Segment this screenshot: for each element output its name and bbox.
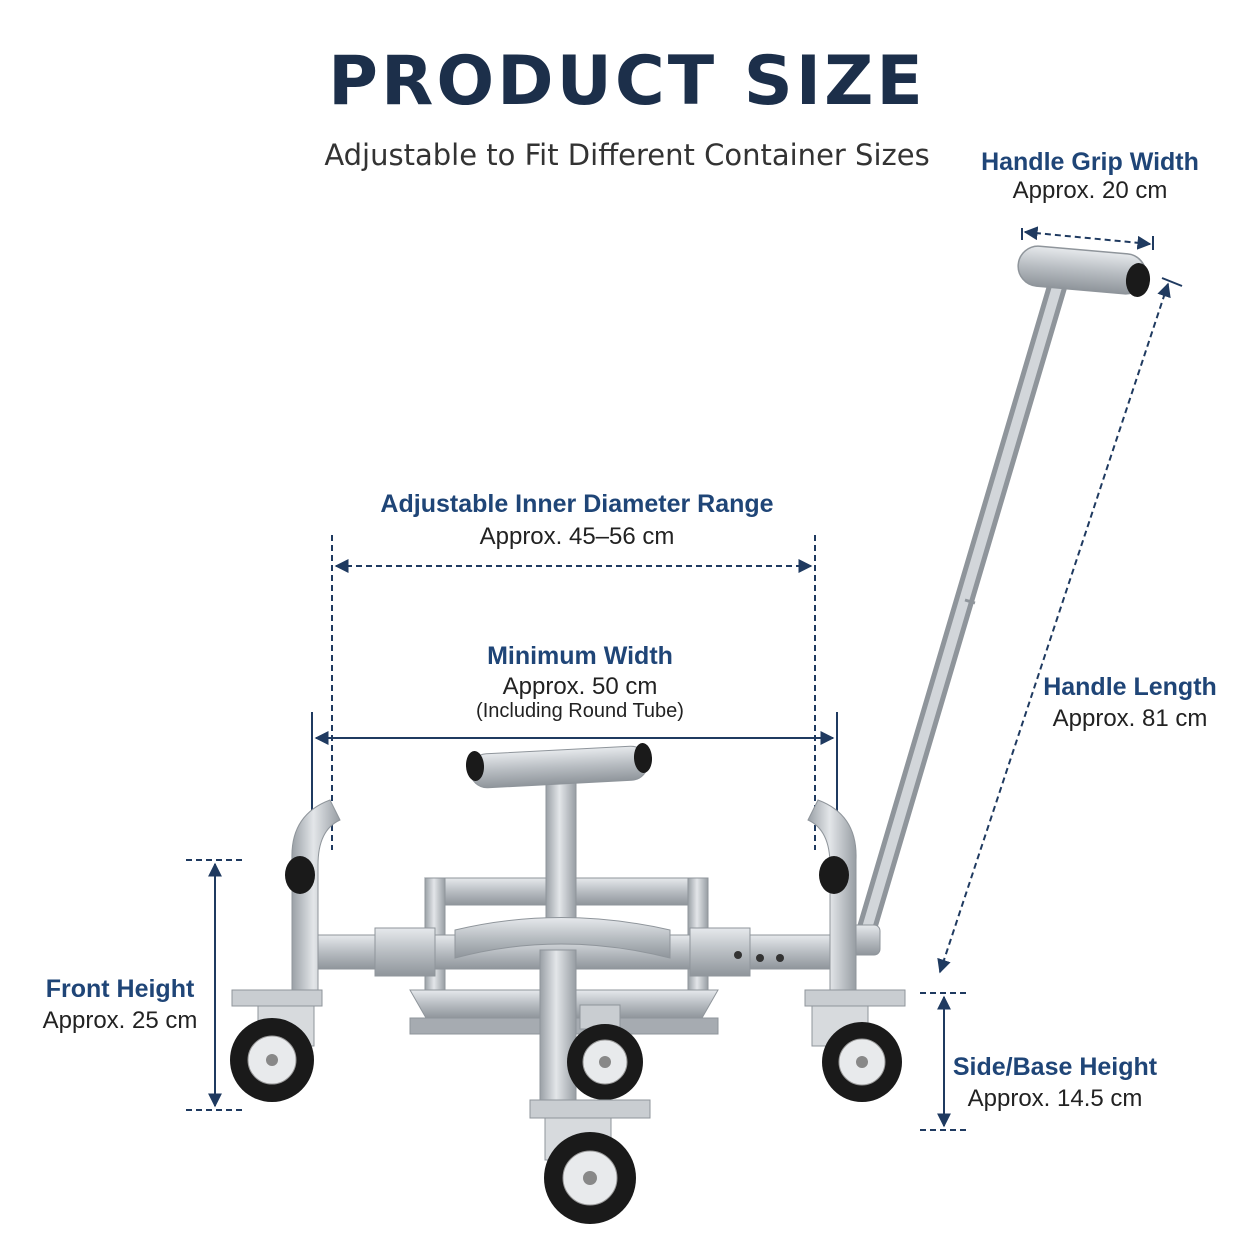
minimum-width-title: Minimum Width xyxy=(487,642,673,670)
dimension-lines xyxy=(186,226,1183,1131)
long-handle xyxy=(841,245,1151,956)
inner-diameter-label: Adjustable Inner Diameter Range Approx. … xyxy=(330,490,824,550)
front-height-label: Front Height Approx. 25 cm xyxy=(20,975,220,1034)
right-side-post xyxy=(807,799,857,1001)
front-height-value: Approx. 25 cm xyxy=(42,1006,198,1034)
caster-wheel-left xyxy=(230,989,323,1102)
center-t-post xyxy=(454,743,671,1106)
inner-diameter-title: Adjustable Inner Diameter Range xyxy=(380,490,774,518)
side-base-height-label: Side/Base Height Approx. 14.5 cm xyxy=(950,1053,1160,1112)
minimum-width-value: Approx. 50 cm xyxy=(502,672,658,700)
side-base-height-title: Side/Base Height xyxy=(952,1053,1158,1081)
minimum-width-label: Minimum Width Approx. 50 cm (Including R… xyxy=(420,642,740,723)
page-subtitle: Adjustable to Fit Different Container Si… xyxy=(324,138,930,172)
inner-diameter-value: Approx. 45–56 cm xyxy=(479,522,675,550)
front-height-title: Front Height xyxy=(45,975,195,1003)
caster-wheel-front xyxy=(529,1099,651,1224)
caster-wheel-right xyxy=(804,989,906,1102)
side-base-height-value: Approx. 14.5 cm xyxy=(967,1084,1143,1112)
handle-grip-title: Handle Grip Width xyxy=(981,148,1199,176)
caster-wheel-back xyxy=(567,1004,643,1100)
minimum-width-note: (Including Round Tube) xyxy=(476,700,684,723)
page-title: PRODUCT SIZE xyxy=(328,42,926,121)
handle-grip-label: Handle Grip Width Approx. 20 cm xyxy=(980,148,1200,204)
handle-grip-value: Approx. 20 cm xyxy=(1012,176,1168,204)
